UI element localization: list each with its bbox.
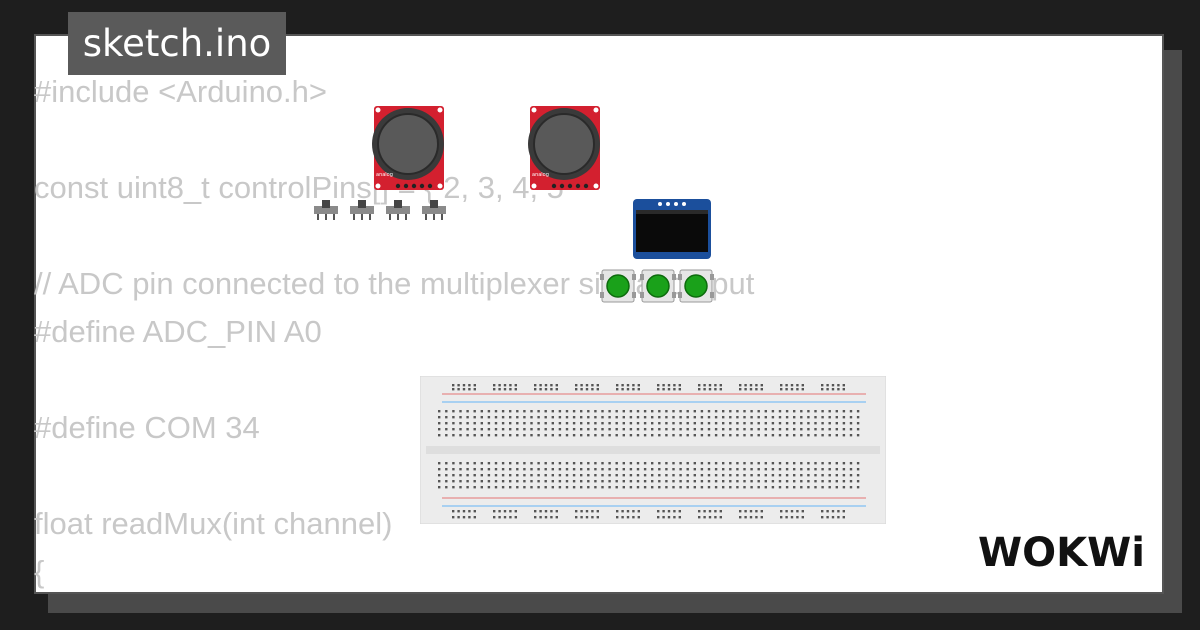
wokwi-logo: WOKWi <box>978 530 1145 576</box>
code-line: #define COM 34 <box>34 410 260 445</box>
code-line: float readMux(int channel) <box>34 506 393 541</box>
slide-switch[interactable] <box>350 200 374 220</box>
slide-switch[interactable] <box>386 200 410 220</box>
joystick-1[interactable]: analog <box>372 104 446 192</box>
file-tab[interactable]: sketch.ino <box>68 12 286 75</box>
code-line: { <box>34 554 45 589</box>
push-button[interactable] <box>640 269 676 303</box>
push-button-row <box>600 269 714 303</box>
breadboard-holes <box>438 384 860 519</box>
joystick-2[interactable]: analog <box>528 104 602 192</box>
slide-switch[interactable] <box>422 200 446 220</box>
slide-switch-row <box>314 200 446 220</box>
breadboard[interactable] <box>420 376 886 524</box>
code-line: #include <Arduino.h> <box>34 74 328 109</box>
wokwi-logo-text: WOKWi <box>978 530 1145 576</box>
push-button[interactable] <box>678 269 714 303</box>
slide-switch[interactable] <box>314 200 338 220</box>
svg-text:analog: analog <box>532 172 549 178</box>
oled-display[interactable] <box>632 198 712 260</box>
push-button[interactable] <box>600 269 636 303</box>
svg-text:analog: analog <box>376 172 393 178</box>
code-line: #define ADC_PIN A0 <box>34 314 322 349</box>
